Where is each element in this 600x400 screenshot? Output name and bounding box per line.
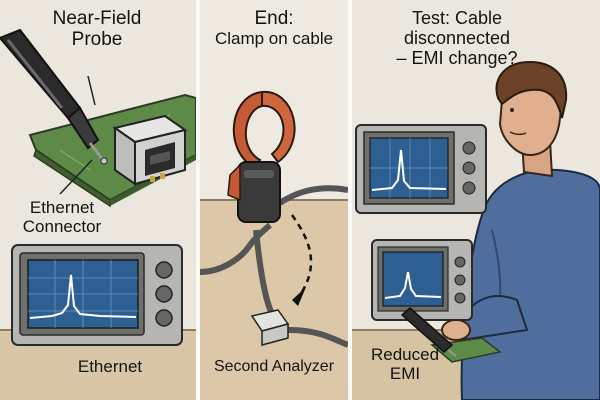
ethernet-connector-icon: [112, 114, 188, 186]
ethernet-analyzer-label: Ethernet: [77, 357, 143, 376]
reduced-emi-label: Reduced EMI: [360, 345, 450, 383]
panel-3-scene: [352, 0, 600, 400]
connector-label-line-1: Ethernet: [29, 198, 95, 217]
panel-clamp-on-cable: End: Clamp on cable Second Analyzer: [200, 0, 348, 400]
panel-1-title-line-2: Probe: [71, 29, 123, 51]
panel-1-title: Near-Field Probe: [12, 8, 182, 51]
panel-2-title-line-2: Clamp on cable: [214, 29, 334, 49]
panel-2-scene: [200, 0, 348, 400]
panel-cable-disconnected-test: Test: Cable disconnected – EMI change? R…: [352, 0, 600, 400]
current-clamp-icon: [227, 90, 296, 223]
spectrum-analyzer-icon-top: [355, 124, 487, 214]
reduced-emi-line-2: EMI: [389, 364, 421, 384]
panel-1-scene: [0, 0, 196, 400]
panel-3-title-line-1: Test: Cable disconnected: [403, 8, 511, 49]
panel-3-title-line-2: – EMI change?: [396, 48, 518, 69]
panel-near-field-probe: Near-Field Probe Ethernet Connector Ethe…: [0, 0, 196, 400]
reduced-emi-line-1: Reduced: [370, 345, 440, 364]
spectrum-analyzer-icon: [11, 244, 183, 346]
spectrum-analyzer-icon-bottom: [371, 239, 473, 321]
second-analyzer-label: Second Analyzer: [213, 358, 335, 375]
panel-1-title-line-1: Near-Field: [52, 8, 142, 29]
ethernet-connector-label: Ethernet Connector: [2, 198, 122, 236]
panel-2-title: End: Clamp on cable: [200, 8, 348, 48]
near-field-probe-icon-small: [400, 307, 457, 357]
ethernet-plug-icon: [250, 309, 290, 346]
panel-2-title-line-1: End:: [254, 8, 294, 29]
connector-label-line-2: Connector: [22, 217, 102, 237]
near-field-probe-icon: [0, 28, 108, 165]
panel-divider: [348, 0, 352, 400]
panel-3-title: Test: Cable disconnected – EMI change?: [362, 8, 552, 68]
panel-divider: [196, 0, 200, 400]
